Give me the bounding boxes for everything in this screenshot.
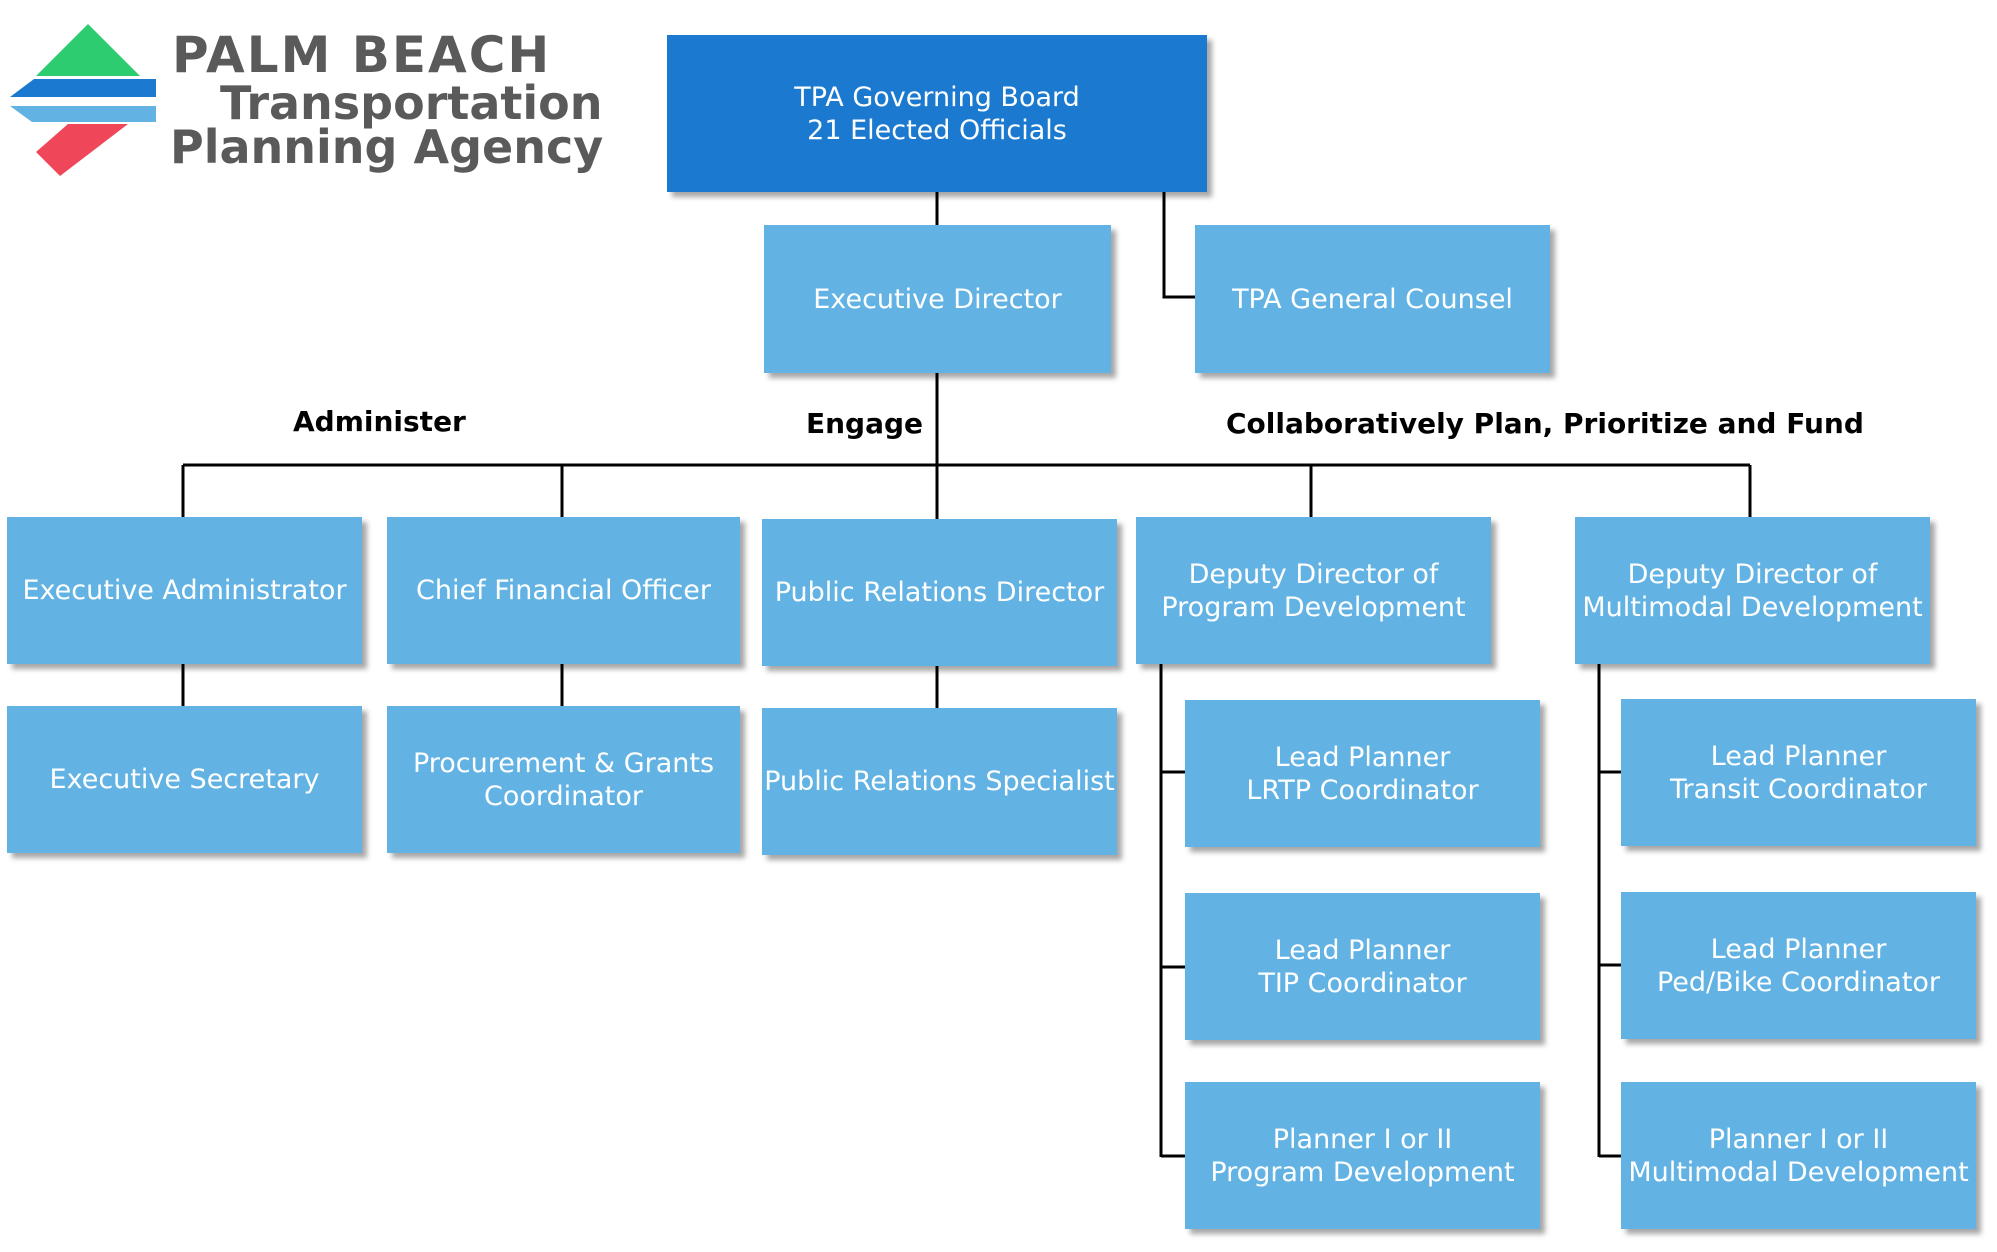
planner-program-box: Planner I or II Program Development bbox=[1185, 1082, 1540, 1229]
planner-program-line-2: Program Development bbox=[1210, 1156, 1515, 1188]
planner-multimodal-line-2: Multimodal Development bbox=[1628, 1156, 1969, 1188]
cfo-label: Chief Financial Officer bbox=[416, 575, 711, 606]
pedbike-coordinator-box: Lead Planner Ped/Bike Coordinator bbox=[1621, 892, 1976, 1039]
executive-administrator-box: Executive Administrator bbox=[7, 517, 362, 664]
procurement-line-1: Procurement & Grants bbox=[412, 747, 715, 779]
logo-mark bbox=[10, 24, 156, 176]
executive-director-label: Executive Director bbox=[813, 283, 1062, 315]
deputy-director-multimodal-box: Deputy Director of Multimodal Developmen… bbox=[1575, 517, 1930, 664]
logo-line-2: Transportation bbox=[220, 76, 603, 130]
tip-line-1: Lead Planner bbox=[1274, 934, 1451, 966]
procurement-line-2: Coordinator bbox=[483, 780, 644, 812]
logo-line-3: Planning Agency bbox=[170, 120, 604, 174]
procurement-box: Procurement & Grants Coordinator bbox=[387, 706, 740, 853]
lrtp-line-2: LRTP Coordinator bbox=[1246, 774, 1479, 806]
pedbike-line-1: Lead Planner bbox=[1710, 933, 1887, 965]
pr-specialist-box: Public Relations Specialist bbox=[762, 708, 1117, 855]
deputy-director-program-line-1: Deputy Director of bbox=[1188, 558, 1439, 590]
executive-secretary-label: Executive Secretary bbox=[49, 764, 320, 795]
executive-director-box: Executive Director bbox=[764, 225, 1111, 373]
deputy-director-program-box: Deputy Director of Program Development bbox=[1136, 517, 1491, 664]
planner-program-line-1: Planner I or II bbox=[1272, 1123, 1453, 1155]
general-counsel-box: TPA General Counsel bbox=[1195, 225, 1550, 373]
planner-multimodal-line-1: Planner I or II bbox=[1708, 1123, 1889, 1155]
heading-plan: Collaboratively Plan, Prioritize and Fun… bbox=[1226, 407, 1864, 440]
pedbike-line-2: Ped/Bike Coordinator bbox=[1656, 966, 1941, 998]
pr-specialist-label: Public Relations Specialist bbox=[764, 766, 1115, 797]
heading-engage: Engage bbox=[806, 407, 924, 440]
board-box: TPA Governing Board 21 Elected Officials bbox=[667, 35, 1207, 192]
board-line-1: TPA Governing Board bbox=[794, 81, 1080, 113]
logo-line-1: PALM BEACH bbox=[172, 26, 552, 84]
deputy-director-program-line-2: Program Development bbox=[1161, 591, 1466, 623]
transit-line-2: Transit Coordinator bbox=[1669, 773, 1928, 805]
pr-director-box: Public Relations Director bbox=[762, 519, 1117, 666]
tip-coordinator-box: Lead Planner TIP Coordinator bbox=[1185, 893, 1540, 1040]
deputy-director-multimodal-line-1: Deputy Director of bbox=[1627, 558, 1878, 590]
tip-line-2: TIP Coordinator bbox=[1258, 967, 1467, 999]
deputy-director-multimodal-line-2: Multimodal Development bbox=[1582, 591, 1923, 623]
cfo-box: Chief Financial Officer bbox=[387, 517, 740, 664]
pr-director-label: Public Relations Director bbox=[774, 577, 1105, 608]
heading-administer: Administer bbox=[293, 405, 466, 438]
board-line-2: 21 Elected Officials bbox=[807, 114, 1067, 146]
transit-line-1: Lead Planner bbox=[1710, 740, 1887, 772]
general-counsel-label: TPA General Counsel bbox=[1232, 283, 1513, 315]
executive-administrator-label: Executive Administrator bbox=[22, 575, 347, 606]
planner-multimodal-box: Planner I or II Multimodal Development bbox=[1621, 1082, 1976, 1229]
executive-secretary-box: Executive Secretary bbox=[7, 706, 362, 853]
transit-coordinator-box: Lead Planner Transit Coordinator bbox=[1621, 699, 1976, 846]
lrtp-line-1: Lead Planner bbox=[1274, 741, 1451, 773]
lrtp-coordinator-box: Lead Planner LRTP Coordinator bbox=[1185, 700, 1540, 847]
